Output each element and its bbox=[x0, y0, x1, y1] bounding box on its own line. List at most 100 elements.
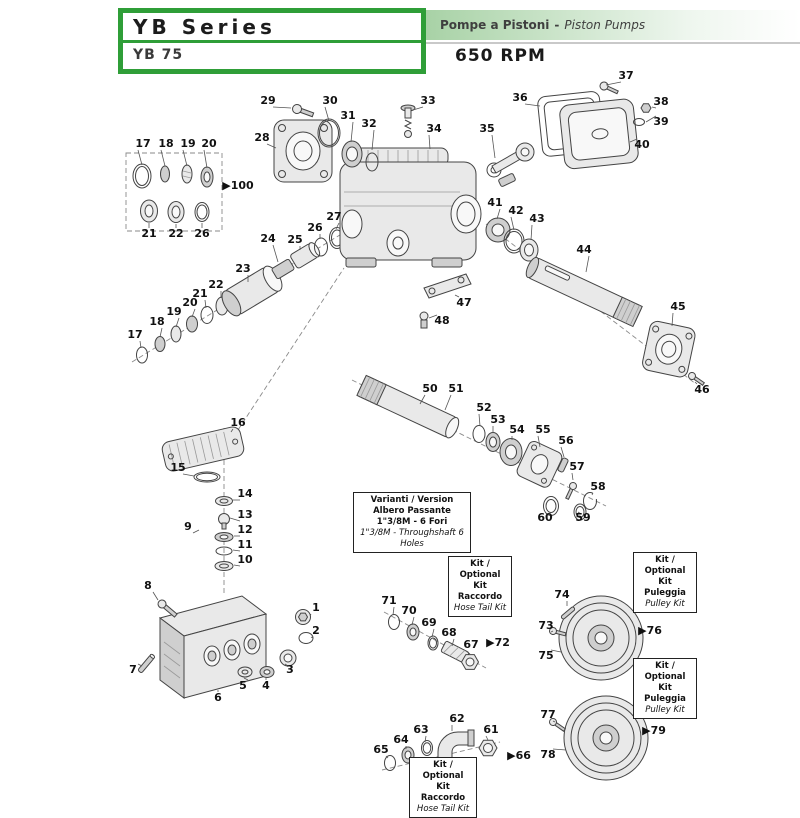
callout-79: ▶79 bbox=[642, 724, 666, 737]
part-hose-kit-bottom bbox=[384, 729, 498, 771]
series-box: YB Series YB 75 bbox=[118, 8, 426, 74]
header-divider bbox=[426, 42, 800, 44]
variant-box-line-it: Albero Passante 1"3/8M - 6 Fori bbox=[373, 506, 451, 528]
pulley-kit-top-box: Kit / Optional Kit Puleggia Pulley Kit bbox=[633, 552, 697, 614]
callout-35: 35 bbox=[479, 122, 494, 135]
callout-18: 18 bbox=[149, 315, 164, 328]
part-bearing-flange bbox=[642, 320, 706, 386]
hose-kit-top-box: Kit / Optional Kit Raccordo Hose Tail Ki… bbox=[448, 556, 512, 618]
callout-11: 11 bbox=[237, 538, 252, 551]
callout-38: 38 bbox=[653, 95, 668, 108]
pulley-kit-top-title: Kit / Optional bbox=[644, 555, 686, 577]
callout-20: 20 bbox=[182, 296, 198, 309]
callout-32: 32 bbox=[361, 117, 376, 130]
callout-71: 71 bbox=[381, 594, 396, 607]
callout-14: 14 bbox=[237, 487, 253, 500]
callout-8: 8 bbox=[144, 579, 152, 592]
callout-45: 45 bbox=[670, 300, 685, 313]
callout-65: 65 bbox=[373, 743, 388, 756]
callout-53: 53 bbox=[490, 413, 505, 426]
part-pulley-bottom bbox=[549, 695, 649, 781]
callout-29: 29 bbox=[260, 94, 275, 107]
callout-100: ▶100 bbox=[222, 179, 254, 192]
variant-box-title: Varianti / Version bbox=[370, 495, 454, 505]
hose-kit-top-line-it: Kit Raccordo bbox=[457, 581, 503, 603]
callout-75: 75 bbox=[538, 649, 553, 662]
callout-69: 69 bbox=[421, 616, 436, 629]
hose-kit-top-title: Kit / Optional bbox=[459, 559, 501, 581]
exploded-diagram: 2930313233343536373839402817181920▶10021… bbox=[125, 69, 710, 781]
callout-19: 19 bbox=[180, 137, 195, 150]
callout-27: 27 bbox=[326, 210, 341, 223]
callout-9: 9 bbox=[184, 520, 192, 533]
callout-22: 22 bbox=[168, 227, 183, 240]
series-title: YB Series bbox=[123, 13, 421, 43]
callout-3: 3 bbox=[286, 663, 294, 676]
hose-kit-top-line-en: Hose Tail Kit bbox=[453, 603, 507, 614]
callout-50: 50 bbox=[422, 382, 438, 395]
subtitle-separator: - bbox=[554, 18, 560, 32]
part-front-cover bbox=[273, 104, 379, 183]
callout-77: 77 bbox=[540, 708, 555, 721]
part-pulley-top bbox=[549, 595, 644, 681]
callout-72: ▶72 bbox=[486, 636, 510, 649]
callout-63: 63 bbox=[413, 723, 428, 736]
part-connecting-rod bbox=[486, 142, 535, 187]
callout-74: 74 bbox=[554, 588, 570, 601]
callout-10: 10 bbox=[237, 553, 253, 566]
callout-31: 31 bbox=[340, 109, 355, 122]
callout-58: 58 bbox=[590, 480, 605, 493]
model-label: YB 75 bbox=[133, 47, 184, 63]
callout-13: 13 bbox=[237, 508, 252, 521]
part-plunger-assembly bbox=[136, 227, 345, 364]
callout-4: 4 bbox=[262, 679, 270, 692]
pulley-kit-top-line-en: Pulley Kit bbox=[645, 599, 685, 610]
callout-55: 55 bbox=[535, 423, 550, 436]
callout-61: 61 bbox=[483, 723, 498, 736]
callout-12: 12 bbox=[237, 523, 252, 536]
callout-7: 7 bbox=[129, 663, 137, 676]
callout-1: 1 bbox=[312, 601, 320, 614]
callout-5: 5 bbox=[239, 679, 247, 692]
callout-48: 48 bbox=[434, 314, 449, 327]
callout-28: 28 bbox=[254, 131, 269, 144]
callout-43: 43 bbox=[529, 212, 544, 225]
subtitle-english: Piston Pumps bbox=[564, 18, 646, 32]
callout-2: 2 bbox=[312, 624, 320, 637]
callout-47: 47 bbox=[456, 296, 471, 309]
part-shaft bbox=[525, 256, 643, 328]
callout-24: 24 bbox=[260, 232, 276, 245]
callout-64: 64 bbox=[393, 733, 409, 746]
callout-33: 33 bbox=[420, 94, 435, 107]
catalog-page: YB Series YB 75 Pompe a Pistoni - Piston… bbox=[118, 8, 800, 818]
callout-73: 73 bbox=[538, 619, 553, 632]
subtitle-band: Pompe a Pistoni - Piston Pumps bbox=[426, 10, 800, 40]
callout-26: 26 bbox=[307, 221, 323, 234]
callout-6: 6 bbox=[214, 691, 222, 704]
callout-70: 70 bbox=[401, 604, 417, 617]
part-bracket bbox=[419, 273, 472, 329]
variant-box: Varianti / Version Albero Passante 1"3/8… bbox=[353, 492, 471, 554]
callout-62: 62 bbox=[449, 712, 464, 725]
callout-22: 22 bbox=[208, 278, 223, 291]
part-hose-kit-top bbox=[388, 614, 480, 670]
pulley-kit-top-line-it: Kit Puleggia bbox=[644, 577, 686, 599]
part-bearing-set bbox=[485, 217, 539, 262]
callout-16: 16 bbox=[230, 416, 246, 429]
callout-57: 57 bbox=[569, 460, 584, 473]
hose-kit-bottom-line-it: Kit Raccordo bbox=[420, 782, 466, 804]
callout-17: 17 bbox=[127, 328, 142, 341]
callout-66: ▶66 bbox=[507, 749, 531, 762]
pulley-kit-bottom-box: Kit / Optional Kit Puleggia Pulley Kit bbox=[633, 658, 697, 720]
callout-60: 60 bbox=[537, 511, 553, 524]
callout-21: 21 bbox=[141, 227, 156, 240]
callout-78: 78 bbox=[540, 748, 555, 761]
part-seal-kit-group bbox=[125, 152, 223, 232]
hose-kit-bottom-title: Kit / Optional bbox=[422, 760, 464, 782]
callout-15: 15 bbox=[170, 461, 185, 474]
callout-76: ▶76 bbox=[638, 624, 662, 637]
callout-56: 56 bbox=[558, 434, 574, 447]
part-variant-shaft-assembly bbox=[356, 374, 600, 521]
part-manifold bbox=[137, 595, 314, 699]
